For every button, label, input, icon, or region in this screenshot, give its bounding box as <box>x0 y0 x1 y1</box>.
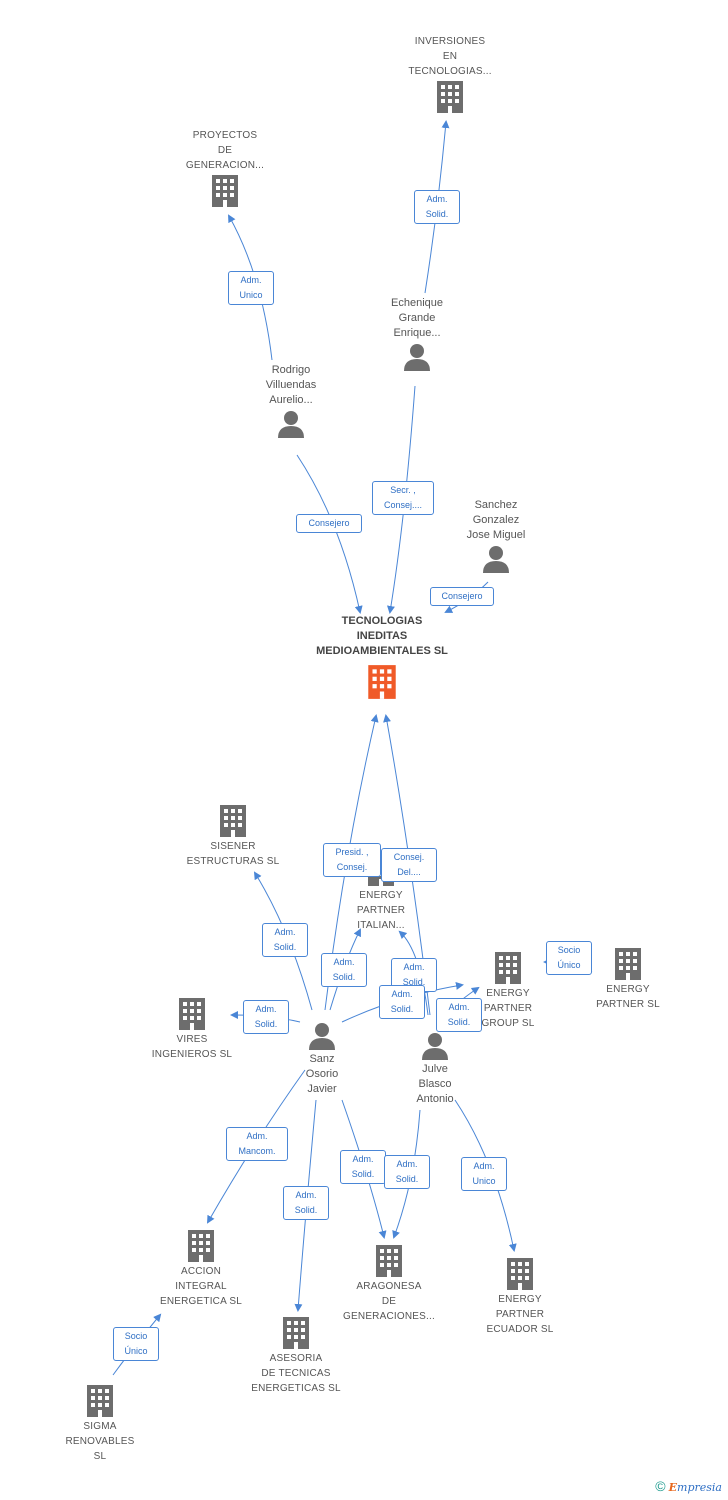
building-icon <box>188 1230 214 1262</box>
building-icon <box>179 998 205 1030</box>
building-icon <box>437 81 463 113</box>
building-icon <box>507 1258 533 1290</box>
relation-tag-socio-unico[interactable]: Socio Único <box>113 1327 159 1361</box>
node-label: TECNOLOGIAS INEDITAS MEDIOAMBIENTALES SL <box>316 615 448 657</box>
relation-tag-socio-unico[interactable]: Socio Único <box>546 941 592 975</box>
copyright-icon: © <box>655 1478 666 1494</box>
node-julve[interactable]: Julve Blasco Antonio <box>400 1030 470 1107</box>
node-sanz[interactable]: Sanz Osorio Javier <box>292 1020 352 1097</box>
relation-tag-consejero[interactable]: Consejero <box>430 587 494 606</box>
node-accion[interactable]: ACCION INTEGRAL ENERGETICA SL <box>146 1228 256 1309</box>
building-icon <box>283 1317 309 1349</box>
node-label: VIRES INGENIEROS SL <box>151 1034 233 1060</box>
brand-logo-rest: mpresia <box>677 1481 722 1494</box>
person-icon <box>404 344 430 371</box>
relation-tag-adm-unico[interactable]: Adm. Unico <box>228 271 274 305</box>
node-label: Sanchez Gonzalez Jose Miguel <box>466 499 526 541</box>
building-icon <box>87 1385 113 1417</box>
node-label: SIGMA RENOVABLES SL <box>65 1421 135 1462</box>
person-icon <box>309 1023 335 1050</box>
node-asesoria[interactable]: ASESORIA DE TECNICAS ENERGETICAS SL <box>240 1315 352 1396</box>
relation-tag-adm-solid[interactable]: Adm. Solid. <box>283 1186 329 1220</box>
node-label: PROYECTOS DE GENERACION... <box>185 130 265 171</box>
building-icon <box>495 952 521 984</box>
relation-tag-adm-solid[interactable]: Adm. Solid. <box>414 190 460 224</box>
node-proyectos[interactable]: PROYECTOS DE GENERACION... <box>170 128 280 209</box>
building-icon <box>220 805 246 837</box>
relation-tag-adm-solid[interactable]: Adm. Solid. <box>321 953 367 987</box>
building-icon <box>368 665 396 699</box>
node-sanchez[interactable]: Sanchez Gonzalez Jose Miguel <box>450 498 542 575</box>
relation-tag-consejero[interactable]: Consejero <box>296 514 362 533</box>
person-icon <box>422 1033 448 1060</box>
node-inversiones[interactable]: INVERSIONES EN TECNOLOGIAS... <box>395 34 505 115</box>
node-label: Julve Blasco Antonio <box>416 1063 454 1105</box>
relation-tag-adm-solid[interactable]: Adm. Solid. <box>436 998 482 1032</box>
building-icon <box>212 175 238 207</box>
node-label: INVERSIONES EN TECNOLOGIAS... <box>408 36 492 77</box>
node-label: Rodrigo Villuendas Aurelio... <box>265 364 317 406</box>
node-aragonesa[interactable]: ARAGONESA DE GENERACIONES... <box>334 1243 444 1324</box>
node-energy-partner-ecuador[interactable]: ENERGY PARTNER ECUADOR SL <box>474 1256 566 1337</box>
building-icon <box>615 948 641 980</box>
relation-tag-adm-solid[interactable]: Adm. Solid. <box>379 985 425 1019</box>
relation-tag-consej-del[interactable]: Consej. Del.... <box>381 848 437 882</box>
person-icon <box>483 546 509 573</box>
node-energy-partner-sl[interactable]: ENERGY PARTNER SL <box>584 946 672 1012</box>
relation-tag-secr-consej[interactable]: Secr. , Consej.... <box>372 481 434 515</box>
relation-tag-adm-solid[interactable]: Adm. Solid. <box>262 923 308 957</box>
node-label: ENERGY PARTNER GROUP SL <box>481 988 535 1029</box>
node-label: Echenique Grande Enrique... <box>391 297 443 339</box>
node-vires[interactable]: VIRES INGENIEROS SL <box>142 996 242 1062</box>
node-sigma[interactable]: SIGMA RENOVABLES SL <box>54 1383 146 1464</box>
node-label: ENERGY PARTNER ECUADOR SL <box>486 1294 554 1335</box>
node-label: ENERGY PARTNER SL <box>596 984 660 1010</box>
empresia-footer: © Empresia <box>655 1478 722 1494</box>
node-label: ASESORIA DE TECNICAS ENERGETICAS SL <box>251 1353 341 1394</box>
node-tecnologias-center[interactable]: TECNOLOGIAS INEDITAS MEDIOAMBIENTALES SL <box>302 614 462 701</box>
relation-tag-presid-consej[interactable]: Presid. , Consej. <box>323 843 381 877</box>
relation-tag-adm-solid[interactable]: Adm. Solid. <box>384 1155 430 1189</box>
node-label: Sanz Osorio Javier <box>305 1053 339 1095</box>
node-energy-partner-group[interactable]: ENERGY PARTNER GROUP SL <box>468 950 548 1031</box>
relation-tag-adm-mancom[interactable]: Adm. Mancom. <box>226 1127 288 1161</box>
node-label: ENERGY PARTNER ITALIAN... <box>356 890 406 931</box>
node-label: ACCION INTEGRAL ENERGETICA SL <box>159 1266 243 1307</box>
node-echenique[interactable]: Echenique Grande Enrique... <box>372 296 462 373</box>
edge-rodrigo-tecnologias <box>296 454 363 614</box>
node-rodrigo[interactable]: Rodrigo Villuendas Aurelio... <box>246 363 336 440</box>
node-sisener[interactable]: SISENER ESTRUCTURAS SL <box>178 803 288 869</box>
node-label: ARAGONESA DE GENERACIONES... <box>343 1281 435 1322</box>
brand-logo-initial: E <box>668 1481 678 1494</box>
relation-tag-adm-solid[interactable]: Adm. Solid. <box>243 1000 289 1034</box>
building-icon <box>376 1245 402 1277</box>
node-label: SISENER ESTRUCTURAS SL <box>186 841 280 867</box>
person-icon <box>278 411 304 438</box>
relation-tag-adm-solid[interactable]: Adm. Solid. <box>340 1150 386 1184</box>
relation-tag-adm-unico[interactable]: Adm. Unico <box>461 1157 507 1191</box>
